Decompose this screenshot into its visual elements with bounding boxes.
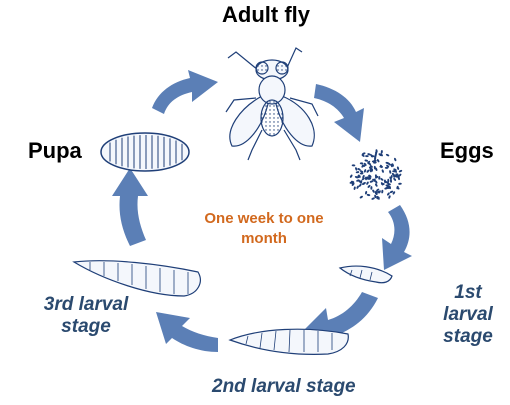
adult-fly-icon [225, 47, 319, 161]
second-larval-stage-label: 2nd larval stage [212, 376, 356, 397]
eggs-cluster-icon [349, 149, 403, 200]
first-larval-stage-label: 1st larval stage [443, 282, 493, 347]
cycle-arrow-icon [156, 312, 218, 352]
cycle-arrow-icon [382, 205, 412, 270]
pupa-icon [100, 132, 190, 172]
second-larva-icon [228, 328, 349, 355]
pupa-label: Pupa [28, 138, 82, 163]
cycle-arrow-icon [314, 84, 364, 142]
third-larva-icon [72, 260, 201, 297]
duration-note: One week to one month [204, 210, 324, 247]
first-larva-icon [338, 265, 393, 284]
adult-fly-label: Adult fly [222, 2, 310, 27]
third-larval-stage-label: 3rd larval stage [43, 294, 129, 337]
cycle-arrow-icon [112, 168, 148, 246]
eggs-label: Eggs [440, 138, 494, 163]
cycle-arrow-icon [152, 70, 218, 114]
